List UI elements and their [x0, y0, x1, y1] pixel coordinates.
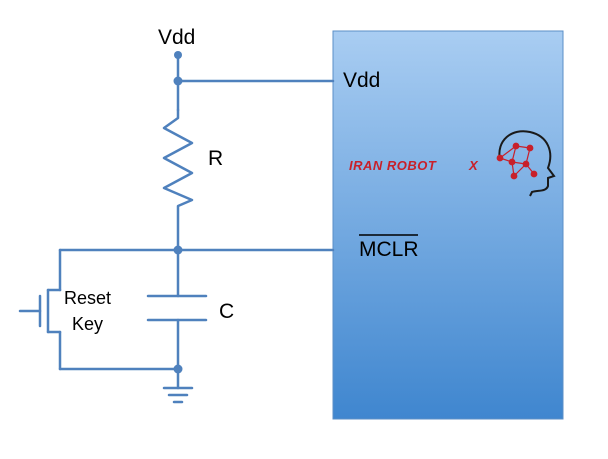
reset-key-label-line1: Reset — [64, 288, 111, 308]
resistor-label: R — [208, 147, 223, 170]
logo-text: IRAN ROBOT — [349, 158, 437, 173]
microcontroller-chip — [332, 30, 564, 420]
vdd-top-node — [174, 51, 182, 59]
iran-robot-logo: IRAN ROBOT X — [349, 130, 556, 197]
mclr-label: MCLR — [359, 238, 419, 261]
resistor-symbol — [162, 108, 194, 252]
reset-key-label-line2: Key — [72, 314, 103, 334]
logo-head-icon — [498, 130, 556, 197]
vdd-top-label: Vdd — [158, 26, 195, 49]
logo-suffix: X — [468, 158, 479, 173]
logo-network-icon — [496, 142, 538, 180]
mclr-junction-node — [173, 245, 183, 255]
ground-junction-node — [173, 364, 183, 374]
vdd-junction-node — [173, 76, 183, 86]
capacitor-label: C — [219, 300, 234, 323]
vdd-chip-label: Vdd — [343, 69, 380, 92]
